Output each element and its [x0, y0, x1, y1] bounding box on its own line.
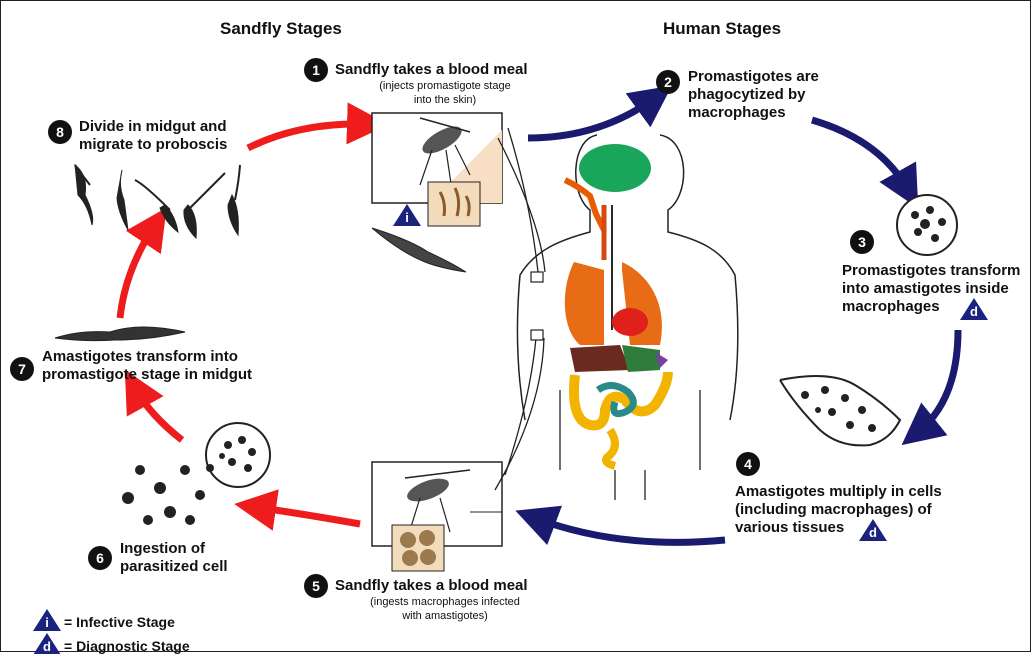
step-5-detail-line2: with amastigotes)	[345, 610, 545, 623]
infective-stage-marker-step1: i	[392, 203, 422, 227]
arrow-7-to-8	[120, 225, 155, 318]
step-4-line2: (including macrophages) of	[735, 501, 932, 518]
arrow-3-to-4	[918, 330, 958, 432]
step-2-line1: Promastigotes are	[688, 68, 819, 85]
legend-infective-icon: i	[32, 608, 62, 632]
step-7-line1: Amastigotes transform into	[42, 348, 238, 365]
step-4-line3: various tissues	[735, 519, 844, 536]
step-3-line2: into amastigotes inside	[842, 280, 1009, 297]
arrow-2-to-3	[812, 120, 908, 190]
step-6-line2: parasitized cell	[120, 558, 228, 575]
step-4-number: 4	[736, 452, 760, 476]
diagnostic-letter: d	[858, 525, 888, 540]
step-3-line3: macrophages	[842, 298, 940, 315]
arrow-5-to-6	[255, 507, 360, 524]
stage7-promastigote	[55, 327, 185, 341]
legend-diagnostic-letter: d	[32, 639, 62, 654]
promastigote-flagellate	[372, 228, 466, 272]
step-8-line1: Divide in midgut and	[79, 118, 227, 135]
step-1-number: 1	[304, 58, 328, 82]
step-2-number: 2	[656, 70, 680, 94]
diagnostic-letter: d	[959, 304, 989, 319]
legend-diagnostic-label: = Diagnostic Stage	[64, 638, 190, 655]
step-8-line2: migrate to proboscis	[79, 136, 227, 153]
diagnostic-stage-marker-step4: d	[858, 518, 888, 542]
legend-diagnostic-icon: d	[32, 632, 62, 654]
legend-infective-label: = Infective Stage	[64, 614, 175, 631]
step-2-line3: macrophages	[688, 104, 786, 121]
sandfly-stages-header: Sandfly Stages	[220, 20, 342, 37]
stage3-macrophage	[897, 195, 957, 255]
step-6-number: 6	[88, 546, 112, 570]
step-1-detail-line2: into the skin)	[345, 94, 545, 107]
step-8-number: 8	[48, 120, 72, 144]
infective-letter: i	[392, 210, 422, 225]
step-3-line1: Promastigotes transform	[842, 262, 1020, 279]
step-6-line1: Ingestion of	[120, 540, 205, 557]
human-stages-header: Human Stages	[663, 20, 781, 37]
step-7-number: 7	[10, 357, 34, 381]
step-5-detail-line1: (ingests macrophages infected	[345, 596, 545, 609]
step-5-number: 5	[304, 574, 328, 598]
stage4-infected-tissue	[780, 376, 900, 445]
arrow-1-to-2	[528, 98, 655, 138]
arrow-6-to-7	[135, 388, 182, 440]
step-3-number: 3	[850, 230, 874, 254]
step-1-detail-line1: (injects promastigote stage	[345, 80, 545, 93]
stage6-parasitized-cell	[122, 423, 270, 525]
legend-infective-letter: i	[32, 615, 62, 630]
arrow-4-to-5	[535, 518, 725, 542]
diagnostic-stage-marker-step3: d	[959, 297, 989, 321]
step-7-line2: promastigote stage in midgut	[42, 366, 252, 383]
step-5-title: Sandfly takes a blood meal	[335, 577, 528, 594]
step-4-line1: Amastigotes multiply in cells	[735, 483, 942, 500]
human-body-illustration	[518, 135, 738, 500]
arrow-8-to-1	[248, 124, 368, 148]
sandfly-bite-panel-bottom	[372, 462, 502, 571]
step-1-title: Sandfly takes a blood meal	[335, 61, 528, 78]
step-2-line2: phagocytized by	[688, 86, 806, 103]
